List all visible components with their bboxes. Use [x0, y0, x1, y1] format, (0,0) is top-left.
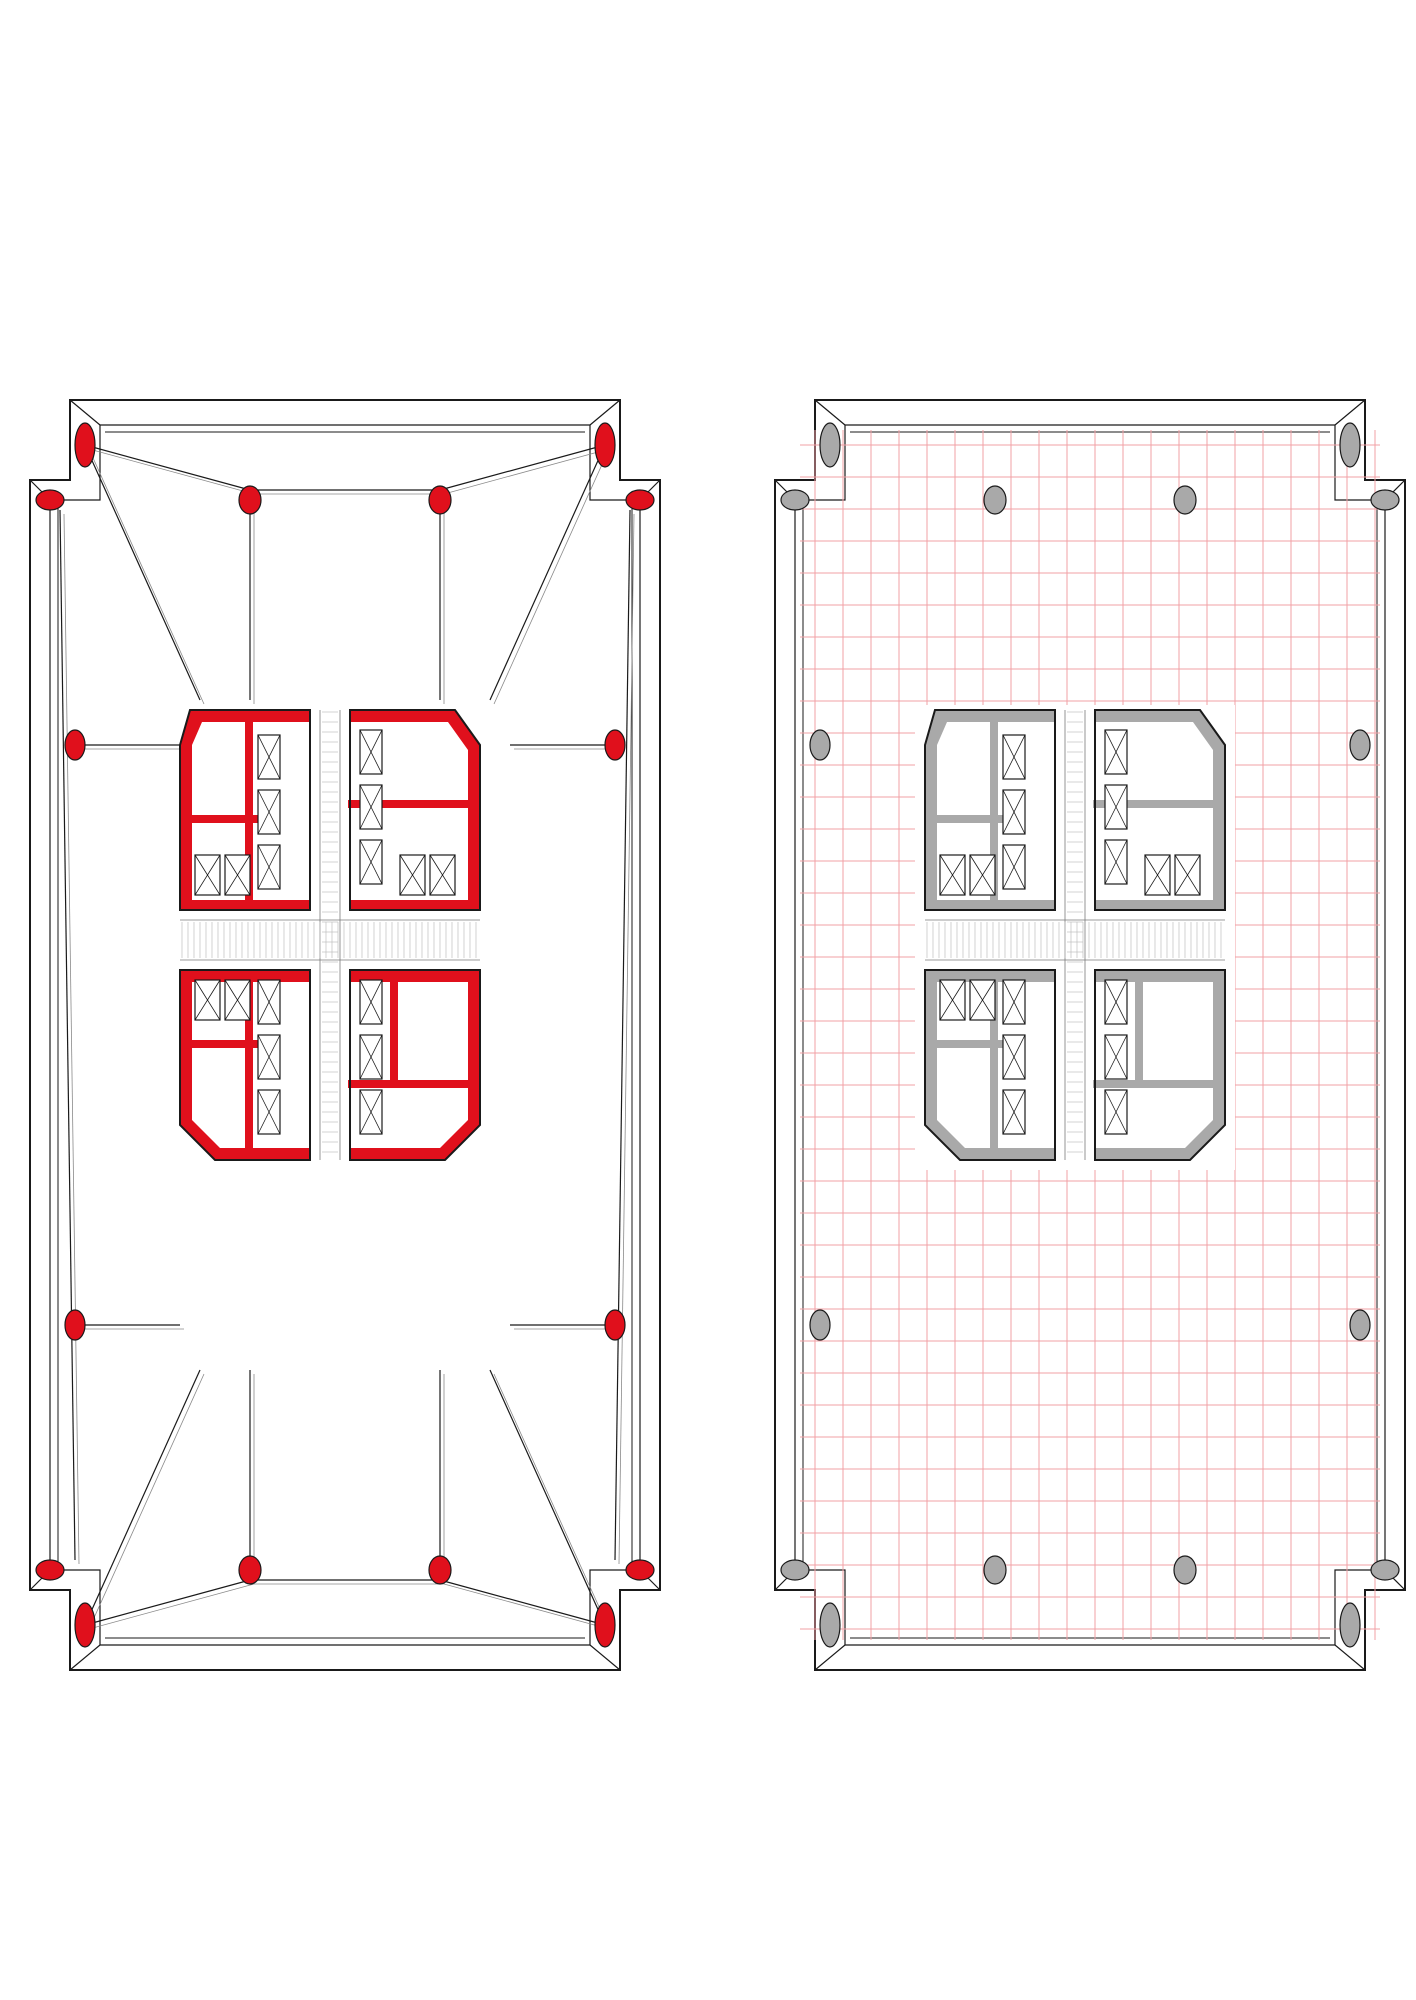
column [594, 1602, 616, 1648]
core-partition [192, 815, 258, 823]
core-partition [990, 722, 998, 900]
core-partition [937, 815, 1003, 823]
column [238, 1555, 262, 1585]
column [1339, 422, 1361, 468]
brace-line [489, 444, 606, 701]
core-walls [180, 710, 480, 1160]
planning-grid [800, 430, 1380, 1640]
column [819, 422, 841, 468]
core-partition [348, 1080, 468, 1088]
brace-line [443, 1583, 610, 1630]
brace-line [439, 1579, 606, 1626]
diagonal-bracing [59, 444, 635, 1630]
column [604, 729, 626, 761]
brace-line [88, 1583, 255, 1630]
column [819, 1602, 841, 1648]
brace-line [88, 448, 205, 705]
column [35, 489, 65, 511]
brace-line [84, 1369, 201, 1626]
core-wall [925, 710, 1055, 910]
column [983, 485, 1007, 515]
brace-line [63, 513, 80, 1565]
core-partition [1135, 982, 1143, 1082]
column [1173, 485, 1197, 515]
column [625, 489, 655, 511]
column [64, 729, 86, 761]
brace-line [59, 509, 76, 1561]
brace-line [84, 444, 251, 491]
core-partition [348, 800, 468, 808]
column [428, 1555, 452, 1585]
column [74, 422, 96, 468]
column [1370, 1559, 1400, 1581]
brace-line [84, 444, 201, 701]
brace-line [84, 1579, 251, 1626]
column [1349, 1309, 1371, 1341]
core-partition [245, 982, 253, 1148]
column [64, 1309, 86, 1341]
column [780, 489, 810, 511]
column [74, 1602, 96, 1648]
columns [780, 422, 1400, 1648]
core-partition [192, 1040, 258, 1048]
floor-grid-plan [774, 399, 1406, 1671]
column [983, 1555, 1007, 1585]
brace-line [493, 448, 610, 705]
core-partition [990, 982, 998, 1148]
core-partition [1093, 1080, 1213, 1088]
brace-line [493, 1373, 610, 1630]
core-partition [390, 982, 398, 1082]
structural-system-plan [29, 399, 661, 1671]
brace-line [88, 1373, 205, 1630]
core-walls [925, 710, 1225, 1160]
column [428, 485, 452, 515]
core-wall [180, 710, 310, 910]
column [238, 485, 262, 515]
column [1339, 1602, 1361, 1648]
core-partition [937, 1040, 1003, 1048]
column [780, 1559, 810, 1581]
core-partition [1093, 800, 1213, 808]
brace-line [439, 444, 606, 491]
brace-line [618, 513, 635, 1565]
brace-line [88, 448, 255, 495]
column [604, 1309, 626, 1341]
columns [35, 422, 655, 1648]
brace-line [489, 1369, 606, 1626]
core-partition [245, 722, 253, 900]
brace-line [443, 448, 610, 495]
core-wall [350, 710, 480, 910]
column [1370, 489, 1400, 511]
column [809, 729, 831, 761]
brace-line [614, 509, 631, 1561]
column [35, 1559, 65, 1581]
core-wall [1095, 710, 1225, 910]
column [809, 1309, 831, 1341]
column [1349, 729, 1371, 761]
column [1173, 1555, 1197, 1585]
column [625, 1559, 655, 1581]
column [594, 422, 616, 468]
